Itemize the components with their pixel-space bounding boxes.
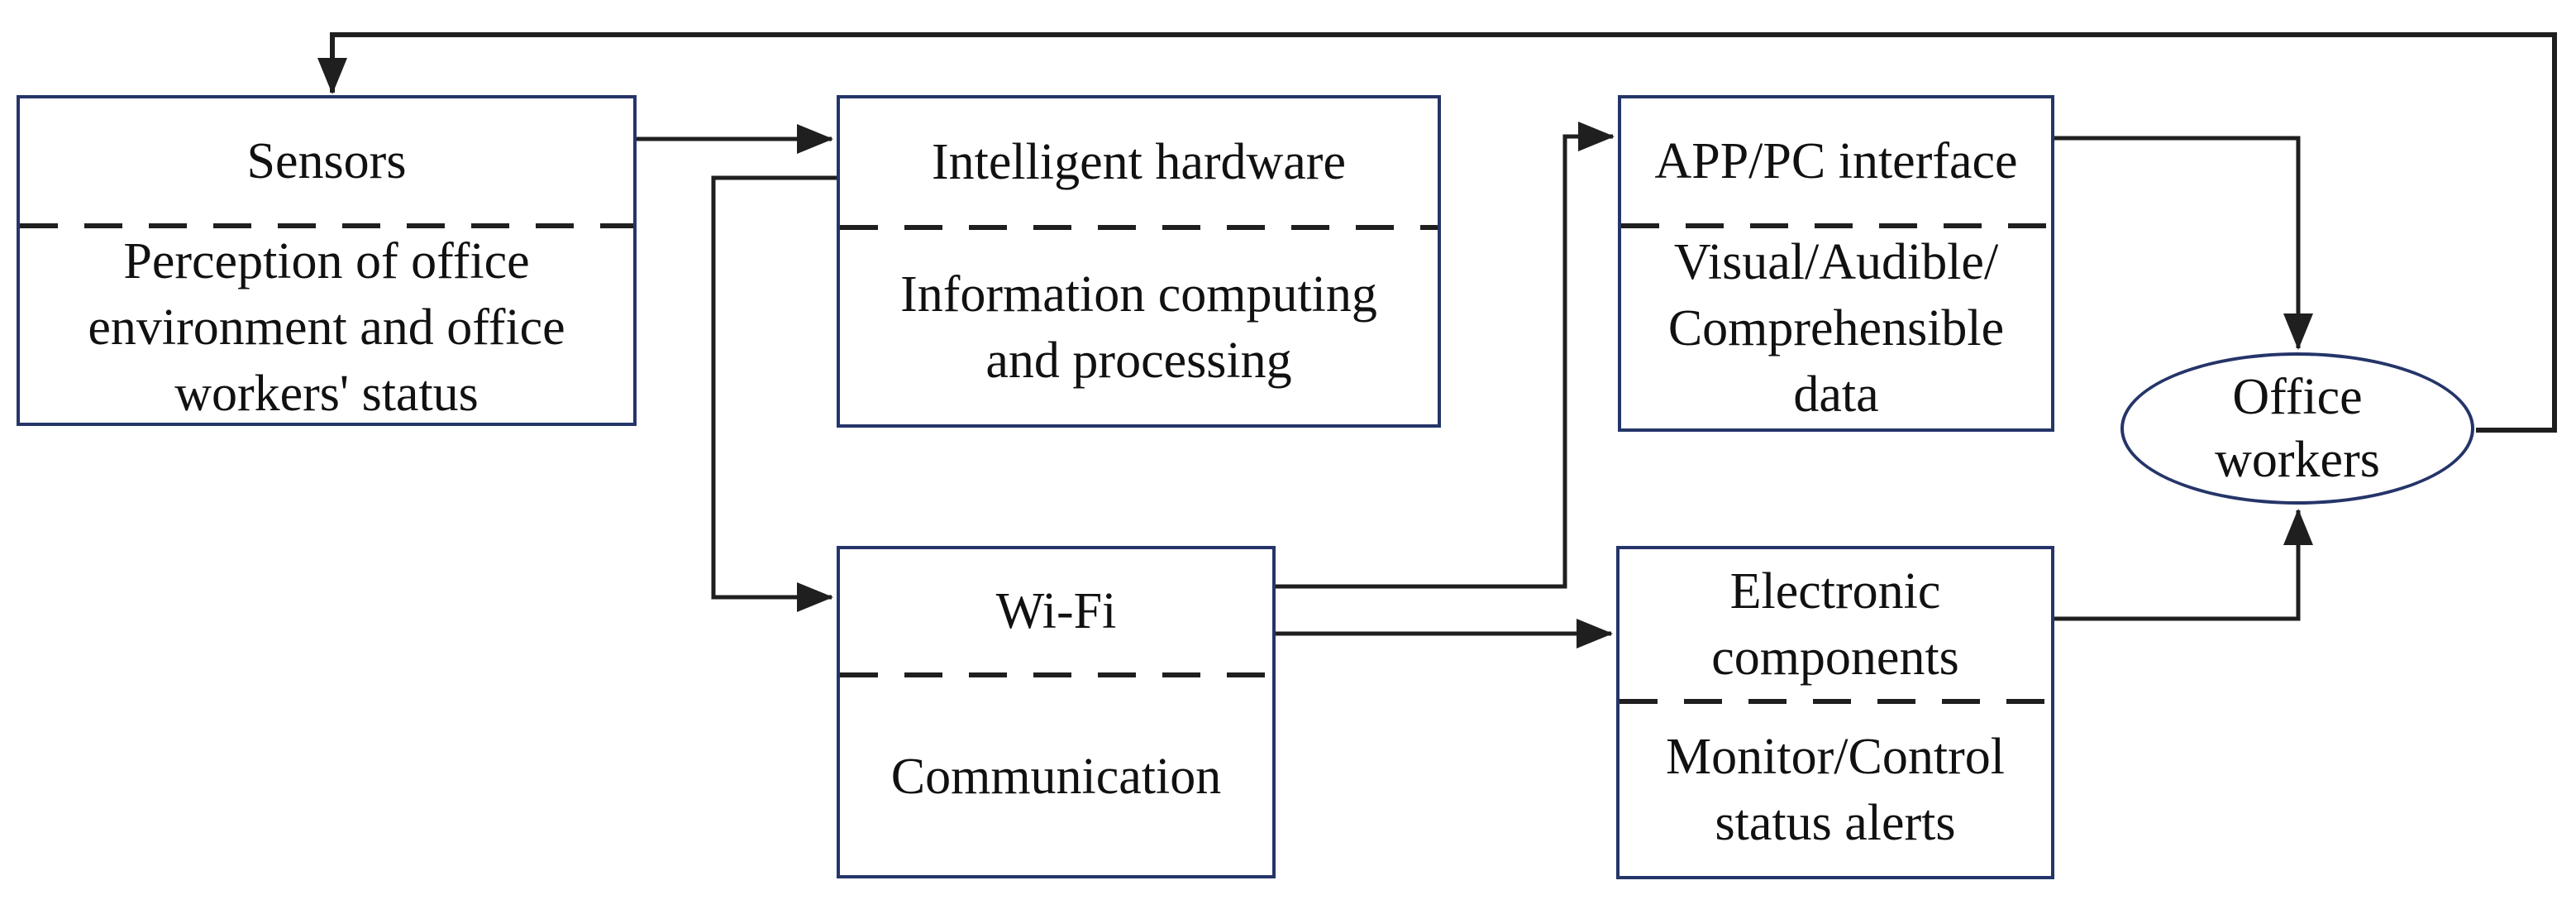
node-sensors: Sensors Perception of office environment… — [17, 95, 637, 426]
node-title: Sensors — [246, 132, 407, 189]
arrow-app-pc-interface-to-office-workers — [2054, 136, 2313, 350]
node-body-line: Perception of office — [123, 233, 530, 290]
node-body-line: Information computing — [900, 266, 1377, 323]
node-title: Intelligent hardware — [932, 133, 1346, 190]
dashed-divider — [1621, 223, 2051, 228]
node-body-line: data — [1793, 366, 1879, 423]
node-body-line: Monitor/Control — [1666, 729, 2005, 785]
node-body-line: environment and office — [88, 299, 565, 356]
arrow-electronic-components-to-office-workers — [2054, 509, 2313, 621]
node-app-pc-interface: APP/PC interface Visual/Audible/ Compreh… — [1618, 95, 2054, 432]
arrow-intelligent-hardware-to-wifi — [711, 175, 837, 612]
node-wifi: Wi-Fi Communication — [837, 546, 1276, 878]
node-office-workers: Office workers — [2120, 352, 2474, 505]
node-body-line: Visual/Audible/ — [1673, 234, 1999, 290]
node-body-line: and processing — [985, 332, 1292, 389]
node-intelligent-hardware: Intelligent hardware Information computi… — [837, 95, 1441, 428]
node-body-line: status alerts — [1715, 795, 1956, 851]
dashed-divider — [20, 223, 633, 228]
dashed-divider — [1620, 699, 2051, 704]
node-body-line: workers' status — [174, 366, 479, 422]
dashed-divider — [840, 225, 1438, 230]
node-title: Electronic — [1729, 562, 1941, 620]
arrow-wifi-to-app-pc-interface — [1276, 122, 1615, 589]
arrow-office-workers-feedback-to-sensors — [317, 32, 2557, 433]
node-body-line: Communication — [890, 748, 1222, 805]
dashed-divider — [840, 672, 1272, 677]
node-title: Wi-Fi — [995, 582, 1117, 639]
node-electronic-components: Electronic components Monitor/Control st… — [1616, 546, 2054, 879]
node-body-line: Comprehensible — [1667, 300, 2005, 357]
node-label-line: Office — [2232, 369, 2363, 425]
node-title: APP/PC interface — [1654, 132, 2018, 189]
node-title: components — [1711, 629, 1959, 686]
node-label-line: workers — [2215, 432, 2380, 488]
